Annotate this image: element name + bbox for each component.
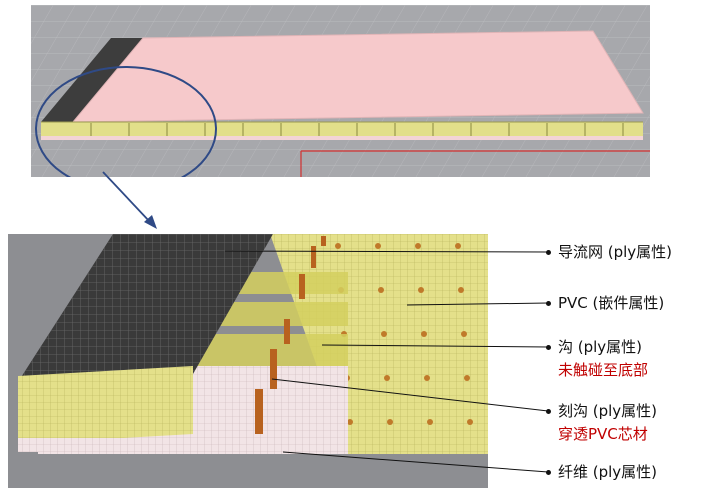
label-flow-mesh: 导流网 (ply属性): [558, 243, 673, 261]
front-fiber: [18, 438, 193, 452]
top-viewport: [31, 5, 650, 177]
leader-fiber: [282, 451, 549, 473]
pin-4: [299, 274, 305, 299]
bullet-fiber: [546, 470, 551, 475]
core-dot: [378, 287, 384, 293]
label-fiber: 纤维 (ply属性): [558, 463, 658, 481]
bottom-skin: [41, 136, 643, 140]
core-dot: [464, 375, 470, 381]
core-dot: [427, 419, 433, 425]
core-dot: [458, 287, 464, 293]
core-dot: [461, 331, 467, 337]
bullet-flow-mesh: [546, 250, 551, 255]
groove-wall-3: [238, 272, 348, 294]
core-dot: [375, 243, 381, 249]
label-groove: 沟 (ply属性): [558, 338, 643, 356]
pin-2: [270, 349, 277, 389]
flow-mesh-surface: [18, 234, 273, 382]
bullet-groove: [546, 345, 551, 350]
core-dot: [455, 243, 461, 249]
core-dot: [335, 243, 341, 249]
pin-6: [321, 236, 326, 246]
core-dot: [418, 287, 424, 293]
core-front-face: [41, 122, 643, 136]
leader-groove: [321, 344, 549, 348]
pin-5: [311, 246, 316, 268]
core-front-block: [18, 366, 193, 444]
note-cut-groove: 穿透PVC芯材: [558, 425, 648, 443]
flow-mesh-strip: [41, 38, 143, 122]
x-axis-line: [300, 150, 650, 177]
core-dot: [424, 375, 430, 381]
groove-wall-2: [213, 302, 348, 326]
detail-3d-view: [8, 234, 488, 488]
top-3d-view: [31, 5, 650, 177]
leader-cut-groove: [271, 378, 549, 412]
pin-3: [284, 319, 290, 344]
leader-flow-mesh: [224, 250, 549, 253]
panel-top-surface: [71, 30, 644, 123]
highlight-circle: [35, 66, 217, 177]
groove-wall-1: [188, 334, 348, 366]
label-pvc: PVC (嵌件属性): [558, 294, 665, 312]
bullet-cut-groove: [546, 409, 551, 414]
note-groove: 未触碰至底部: [558, 361, 649, 379]
leader-pvc: [406, 302, 549, 306]
core-dot: [381, 331, 387, 337]
pin-1: [255, 389, 263, 434]
core-dot: [387, 419, 393, 425]
core-dot: [421, 331, 427, 337]
core-dot: [467, 419, 473, 425]
bullet-pvc: [546, 301, 551, 306]
bottom-viewport: [8, 234, 488, 488]
core-dot: [384, 375, 390, 381]
core-dot: [347, 419, 353, 425]
core-dot: [415, 243, 421, 249]
label-cut-groove: 刻沟 (ply属性): [558, 402, 658, 420]
